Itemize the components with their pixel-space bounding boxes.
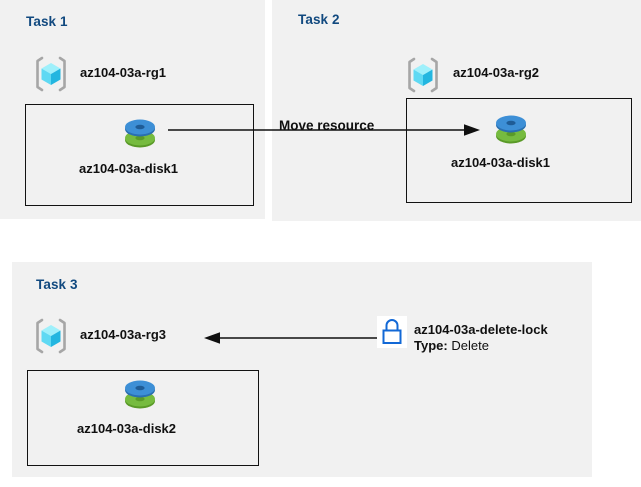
task-1-resource-box bbox=[25, 104, 254, 206]
task-1-heading: Task 1 bbox=[26, 14, 68, 29]
resource-group-label: az104-03a-rg3 bbox=[80, 327, 166, 342]
lock-details: az104-03a-delete-lock Type: Delete bbox=[414, 322, 548, 354]
padlock-icon bbox=[377, 316, 407, 348]
arrow-right-icon bbox=[168, 124, 480, 136]
resource-group-icon bbox=[32, 55, 70, 93]
lock-type-key: Type: bbox=[414, 338, 448, 353]
resource-group-label: az104-03a-rg2 bbox=[453, 65, 539, 80]
lock-name: az104-03a-delete-lock bbox=[414, 322, 548, 337]
resource-group-label: az104-03a-rg1 bbox=[80, 65, 166, 80]
resource-group-icon bbox=[404, 56, 442, 94]
resource-label: az104-03a-disk1 bbox=[451, 155, 551, 170]
task-2-resource-box bbox=[406, 98, 632, 203]
task-2-heading: Task 2 bbox=[298, 12, 340, 27]
task-3-heading: Task 3 bbox=[36, 277, 78, 292]
lock-type-value: Delete bbox=[451, 338, 489, 353]
resource-label: az104-03a-disk1 bbox=[79, 161, 179, 176]
managed-disk-icon bbox=[490, 110, 532, 152]
arrow-left-icon bbox=[204, 332, 380, 344]
managed-disk-icon bbox=[119, 375, 161, 417]
managed-disk-icon bbox=[119, 114, 161, 156]
resource-group-icon bbox=[32, 317, 70, 355]
task-3-panel bbox=[12, 262, 592, 477]
resource-label: az104-03a-disk2 bbox=[77, 421, 177, 436]
move-resource-label: Move resource bbox=[279, 118, 375, 133]
task-1-panel bbox=[0, 0, 265, 219]
task-2-panel bbox=[272, 0, 641, 221]
task-3-resource-box bbox=[27, 370, 259, 466]
lock-type: Type: Delete bbox=[414, 338, 548, 354]
